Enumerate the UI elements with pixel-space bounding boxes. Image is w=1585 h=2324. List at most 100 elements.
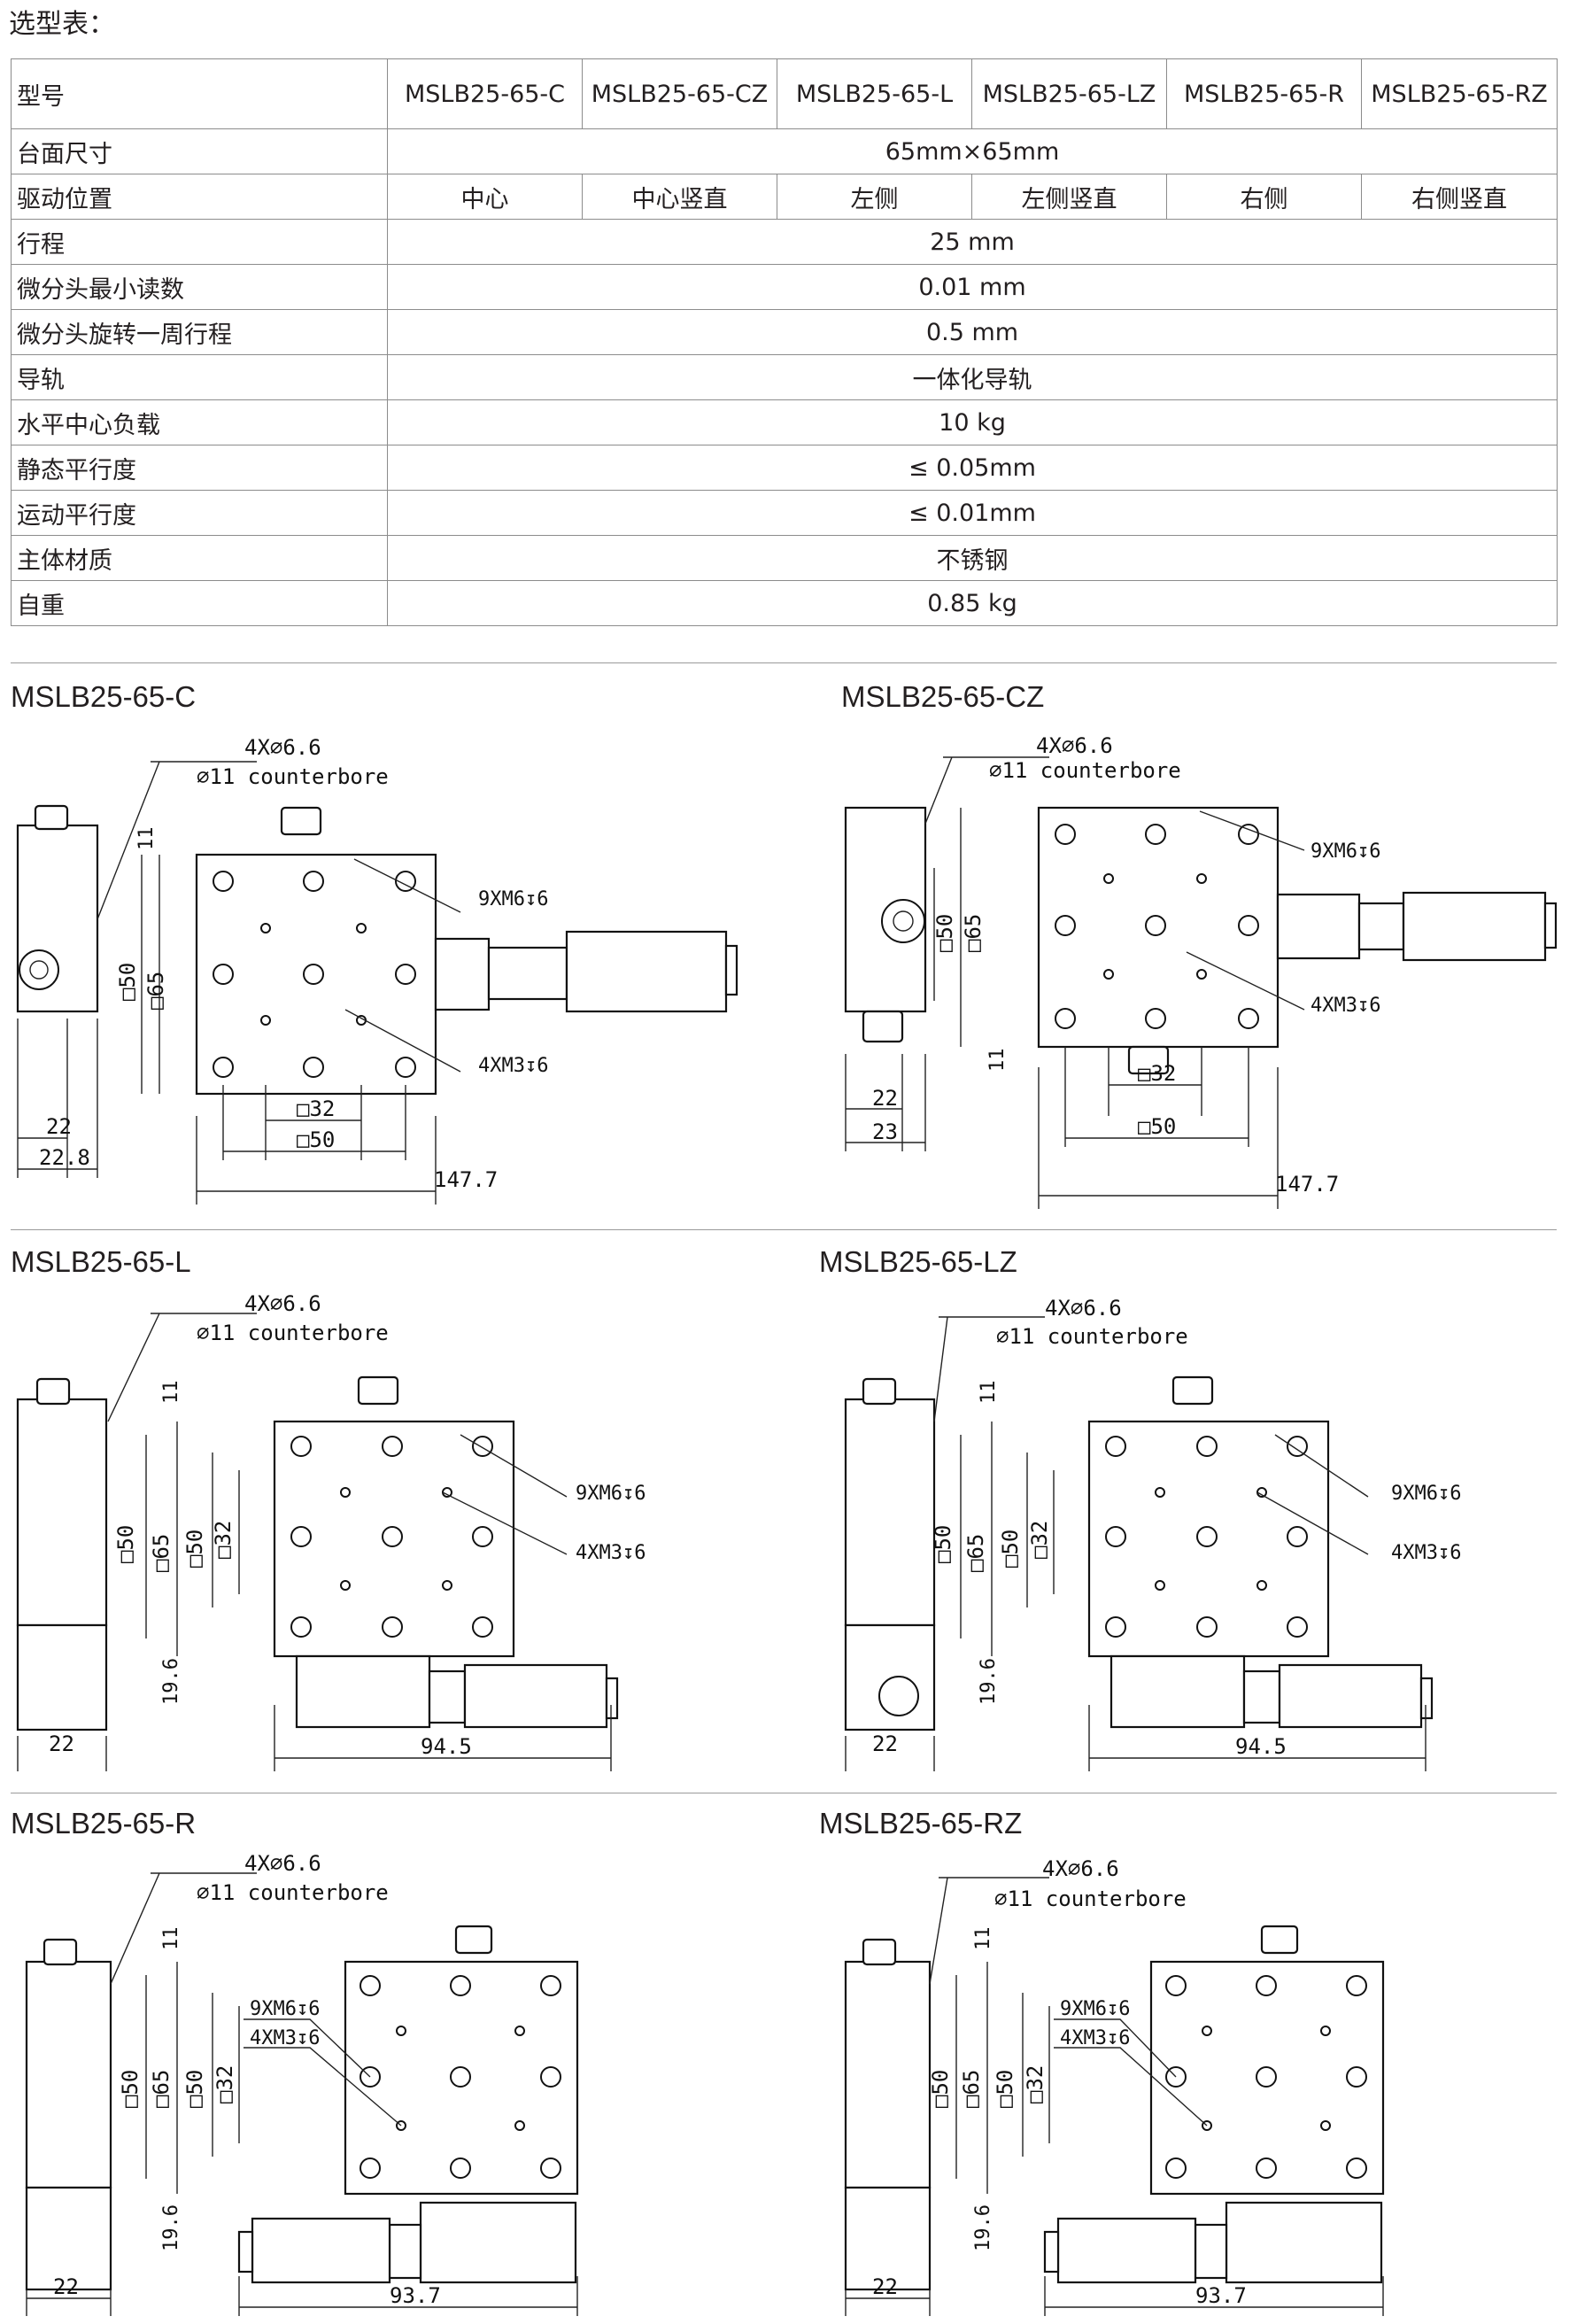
dim-total: 93.7 bbox=[1195, 2283, 1247, 2308]
drawing-mslb25-65-rz: 4X⌀6.6 ⌀11 counterbore 9XM6↧6 4XM3↧6 11 … bbox=[844, 1856, 1385, 2316]
table-row: 水平中心负载 10 kg bbox=[11, 399, 1558, 445]
lock-knob bbox=[1127, 1045, 1170, 1075]
micrometer-thimble bbox=[1402, 891, 1547, 962]
drawing-mslb25-65-cz: 4X⌀6.6 ⌀11 counterbore 9XM6↧6 4XM3↧6 11 … bbox=[844, 733, 1558, 1209]
dim-total: 93.7 bbox=[390, 2283, 441, 2308]
model-cell: MSLB25-65-LZ bbox=[971, 58, 1167, 129]
lock-knob bbox=[1260, 1925, 1299, 1955]
model-cell: MSLB25-65-L bbox=[777, 58, 972, 129]
selection-table: 型号 MSLB25-65-C MSLB25-65-CZ MSLB25-65-L … bbox=[11, 58, 1558, 626]
row-value: 右侧 bbox=[1166, 174, 1362, 220]
dim-50: □50 bbox=[115, 963, 140, 1001]
row-value: 65mm×65mm bbox=[387, 128, 1558, 174]
section-divider bbox=[11, 1229, 1557, 1230]
row-label: 自重 bbox=[11, 580, 388, 626]
row-label: 驱动位置 bbox=[11, 174, 388, 220]
table-row: 行程 25 mm bbox=[11, 219, 1558, 265]
row-label: 水平中心负载 bbox=[11, 399, 388, 445]
m6-holes bbox=[213, 871, 416, 1078]
counterbore-label: ⌀11 counterbore bbox=[989, 758, 1181, 783]
holes-label: 4X⌀6.6 bbox=[244, 1851, 321, 1876]
m3-label: 4XM3↧6 bbox=[576, 1542, 646, 1564]
row-label: 主体材质 bbox=[11, 535, 388, 581]
m6-label: 9XM6↧6 bbox=[250, 1998, 320, 2020]
m3-holes bbox=[396, 2026, 525, 2131]
dim-total: 147.7 bbox=[1275, 1172, 1339, 1197]
dim-22: 22 bbox=[49, 1731, 74, 1756]
drawing-title: MSLB25-65-LZ bbox=[819, 1245, 1017, 1278]
micrometer-barrel bbox=[1276, 893, 1361, 960]
dim-65: □65 bbox=[149, 1534, 174, 1572]
drawing-title: MSLB25-65-C bbox=[11, 680, 197, 713]
table-row: 自重 0.85 kg bbox=[11, 580, 1558, 626]
micrometer-thimble bbox=[251, 2217, 391, 2284]
m3-holes bbox=[1103, 873, 1207, 980]
m6-label: 9XM6↧6 bbox=[1311, 841, 1380, 863]
section-divider bbox=[11, 662, 1557, 663]
top-knob bbox=[862, 1377, 897, 1406]
drawing-mslb25-65-l: 4X⌀6.6 ⌀11 counterbore 9XM6↧6 4XM3↧6 11 … bbox=[16, 1291, 646, 1771]
micrometer-thimble bbox=[565, 930, 728, 1013]
row-value: ≤ 0.05mm bbox=[387, 445, 1558, 491]
side-body bbox=[16, 1398, 108, 1627]
row-value: 0.01 mm bbox=[387, 264, 1558, 310]
counterbore-label: ⌀11 counterbore bbox=[197, 764, 389, 789]
micrometer-barrel bbox=[487, 946, 568, 1001]
m3-label: 4XM3↧6 bbox=[1060, 2027, 1130, 2049]
micrometer-thimble bbox=[1278, 1663, 1423, 1729]
dim-22: 22 bbox=[46, 1114, 72, 1139]
m6-label: 9XM6↧6 bbox=[1391, 1483, 1461, 1505]
micrometer-mount bbox=[419, 2201, 577, 2284]
row-label: 静态平行度 bbox=[11, 445, 388, 491]
micrometer-mount bbox=[1225, 2201, 1383, 2284]
table-row: 运动平行度 ≤ 0.01mm bbox=[11, 490, 1558, 536]
dim-50-inner: □50 bbox=[182, 2070, 207, 2108]
dim-50: □50 bbox=[931, 1525, 955, 1563]
m3-holes bbox=[340, 1487, 452, 1591]
dim-32: □32 bbox=[297, 1096, 335, 1121]
dim-65: □65 bbox=[959, 2070, 984, 2108]
lock-knob bbox=[1171, 1375, 1214, 1406]
drawing-title: MSLB25-65-R bbox=[11, 1807, 197, 1840]
row-value: 0.5 mm bbox=[387, 309, 1558, 355]
drawing-title: MSLB25-65-L bbox=[11, 1245, 191, 1278]
dim-32: □32 bbox=[1023, 2065, 1048, 2103]
top-knob bbox=[35, 1377, 71, 1406]
lock-knob bbox=[280, 806, 322, 836]
dim-23: 23 bbox=[872, 1119, 898, 1144]
m3-label: 4XM3↧6 bbox=[478, 1055, 548, 1077]
front-knob bbox=[881, 899, 925, 943]
holes-label: 4X⌀6.6 bbox=[1045, 1296, 1122, 1321]
drawing-mslb25-65-c: 4X⌀6.6 ⌀11 counterbore 9XM6↧6 4XM3↧6 11 … bbox=[16, 735, 738, 1205]
lock-knob bbox=[357, 1375, 399, 1406]
dim-32: □32 bbox=[213, 2065, 237, 2103]
front-knob bbox=[878, 1676, 919, 1716]
drawing-mslb25-65-r: 4X⌀6.6 ⌀11 counterbore 9XM6↧6 4XM3↧6 11 … bbox=[25, 1851, 579, 2316]
row-value: 0.85 kg bbox=[387, 580, 1558, 626]
dim-32: □32 bbox=[211, 1521, 236, 1559]
row-value: 25 mm bbox=[387, 219, 1558, 265]
dim-50-bottom: □50 bbox=[297, 1127, 335, 1152]
table-row: 微分头旋转一周行程 0.5 mm bbox=[11, 309, 1558, 355]
dim-50-bottom: □50 bbox=[1138, 1114, 1176, 1139]
row-value: 一体化导轨 bbox=[387, 354, 1558, 400]
m6-holes bbox=[1055, 824, 1259, 1029]
m6-label: 9XM6↧6 bbox=[478, 888, 548, 910]
m3-label: 4XM3↧6 bbox=[1391, 1542, 1461, 1564]
m3-holes bbox=[1155, 1487, 1267, 1591]
m6-holes bbox=[290, 1436, 493, 1638]
holes-label: 4X⌀6.6 bbox=[1042, 1856, 1119, 1881]
row-label: 微分头最小读数 bbox=[11, 264, 388, 310]
row-label: 导轨 bbox=[11, 354, 388, 400]
table-row: 型号 MSLB25-65-C MSLB25-65-CZ MSLB25-65-L … bbox=[11, 58, 1558, 129]
dim-22: 22 bbox=[872, 1086, 898, 1111]
page-title: 选型表： bbox=[9, 9, 115, 40]
micrometer-thimble bbox=[463, 1663, 608, 1729]
dim-22: 22 bbox=[53, 2274, 79, 2299]
drawing-title: MSLB25-65-CZ bbox=[841, 680, 1045, 713]
row-value: 10 kg bbox=[387, 399, 1558, 445]
m3-holes bbox=[1202, 2026, 1331, 2131]
row-value: ≤ 0.01mm bbox=[387, 490, 1558, 536]
micrometer-mount bbox=[295, 1654, 431, 1729]
top-plate bbox=[1149, 1960, 1385, 2196]
